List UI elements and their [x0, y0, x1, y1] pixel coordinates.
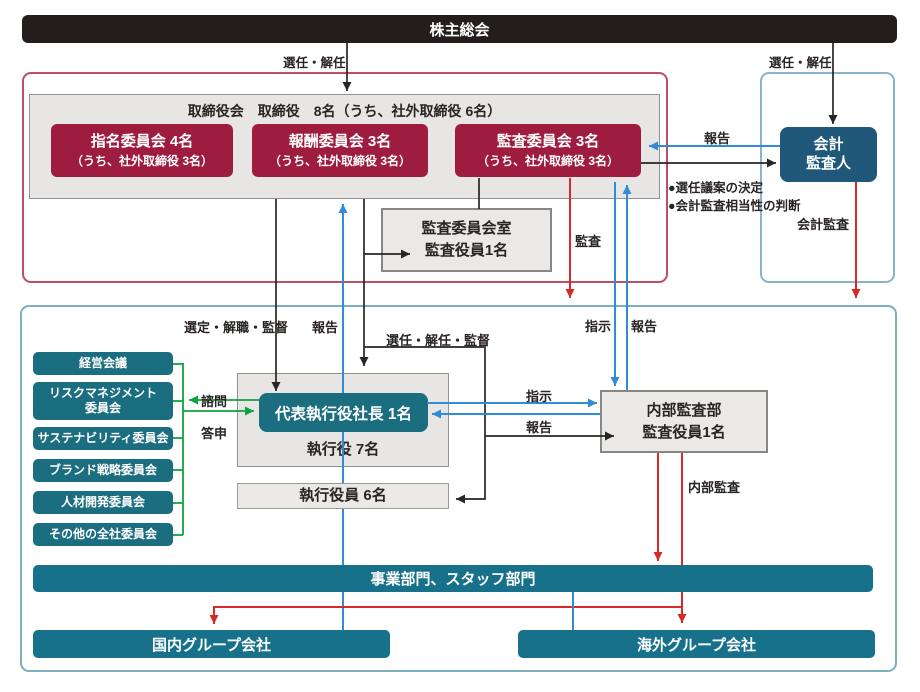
consult-label: 諮問	[201, 394, 228, 409]
execution-outer-frame	[20, 305, 897, 672]
business-divisions-label: 事業部門、スタッフ部門	[370, 571, 536, 588]
select-dismiss-supervise-label: 選定・解職・監督	[184, 320, 289, 335]
audit-office-line2: 監査役員1名	[424, 242, 509, 259]
auditor-note-2: ●会計監査相当性の判断	[668, 199, 801, 213]
appoint-dismiss-label-right: 選任・解任	[769, 56, 832, 70]
exec-officers-label: 執行役員 6名	[299, 487, 387, 505]
management-council-box: 経営会議	[33, 352, 173, 375]
internal-audit-dept-box: 内部監査部 監査役員1名	[600, 390, 768, 453]
report-label-mid: 報告	[631, 319, 658, 334]
accounting-auditor-line2: 監査人	[805, 154, 851, 172]
shareholders-meeting-bar: 株主総会	[22, 15, 897, 43]
compensation-committee-box: 報酬委員会 3名 （うち、社外取締役 3名）	[252, 124, 428, 177]
overseas-group-label: 海外グループ会社	[636, 636, 757, 654]
audit-committee-box: 監査委員会 3名 （うち、社外取締役 3名）	[455, 124, 641, 177]
report-label-left: 報告	[312, 320, 339, 335]
risk-management-committee-box: リスクマネジメント 委員会	[33, 382, 173, 420]
nomination-committee-name: 指名委員会 4名	[90, 133, 194, 151]
appoint-dismiss-supervise-label: 選任・解任・監督	[386, 333, 491, 348]
instruct-label-president: 指示	[526, 389, 553, 404]
reply-label: 答申	[201, 426, 228, 441]
report-label-president: 報告	[526, 420, 553, 435]
accounting-audit-label: 会計監査	[797, 217, 850, 232]
audit-committee-office-box: 監査委員会室 監査役員1名	[381, 208, 552, 272]
audit-office-line1: 監査委員会室	[421, 220, 512, 238]
accounting-auditor-frame	[760, 72, 895, 283]
other-companywide-committee-box: その他の全社委員会	[33, 523, 173, 546]
appoint-dismiss-label-left: 選任・解任	[283, 56, 346, 70]
brand-strategy-committee-box: ブランド戦略委員会	[33, 459, 173, 482]
hr-development-committee-box: 人材開発委員会	[33, 491, 173, 514]
audit-label: 監査	[575, 234, 602, 249]
nomination-committee-note: （うち、社外取締役 3名）	[70, 153, 213, 168]
report-label-top: 報告	[704, 131, 731, 146]
president-label: 代表執行役社長 1名	[275, 405, 412, 423]
shareholders-meeting-label: 株主総会	[429, 21, 490, 39]
accounting-auditor-box: 会計 監査人	[780, 127, 877, 182]
overseas-group-box: 海外グループ会社	[518, 630, 875, 658]
domestic-group-label: 国内グループ会社	[151, 636, 272, 654]
executive-officers-label: 執行役 7名	[306, 441, 380, 458]
exec-officers-box: 執行役員 6名	[237, 483, 449, 509]
compensation-committee-note: （うち、社外取締役 3名）	[268, 153, 411, 168]
board-title: 取締役会 取締役 8名（うち、社外取締役 6名）	[187, 103, 502, 119]
sustainability-committee-box: サステナビリティ委員会	[33, 427, 173, 450]
audit-committee-name: 監査委員会 3名	[496, 133, 600, 151]
audit-committee-note: （うち、社外取締役 3名）	[476, 153, 619, 168]
instruct-label-mid: 指示	[585, 319, 612, 334]
accounting-auditor-line1: 会計	[813, 135, 844, 153]
nomination-committee-box: 指名委員会 4名 （うち、社外取締役 3名）	[51, 124, 233, 177]
internal-audit-label: 内部監査	[688, 480, 741, 495]
domestic-group-box: 国内グループ会社	[33, 630, 390, 658]
president-box: 代表執行役社長 1名	[259, 393, 428, 432]
compensation-committee-name: 報酬委員会 3名	[288, 133, 392, 151]
internal-audit-line1: 内部監査部	[646, 401, 722, 419]
internal-audit-line2: 監査役員1名	[642, 423, 726, 441]
auditor-note-1: ●選任議案の決定	[668, 181, 764, 195]
board-outer-frame	[22, 72, 668, 283]
business-divisions-bar: 事業部門、スタッフ部門	[33, 565, 873, 592]
